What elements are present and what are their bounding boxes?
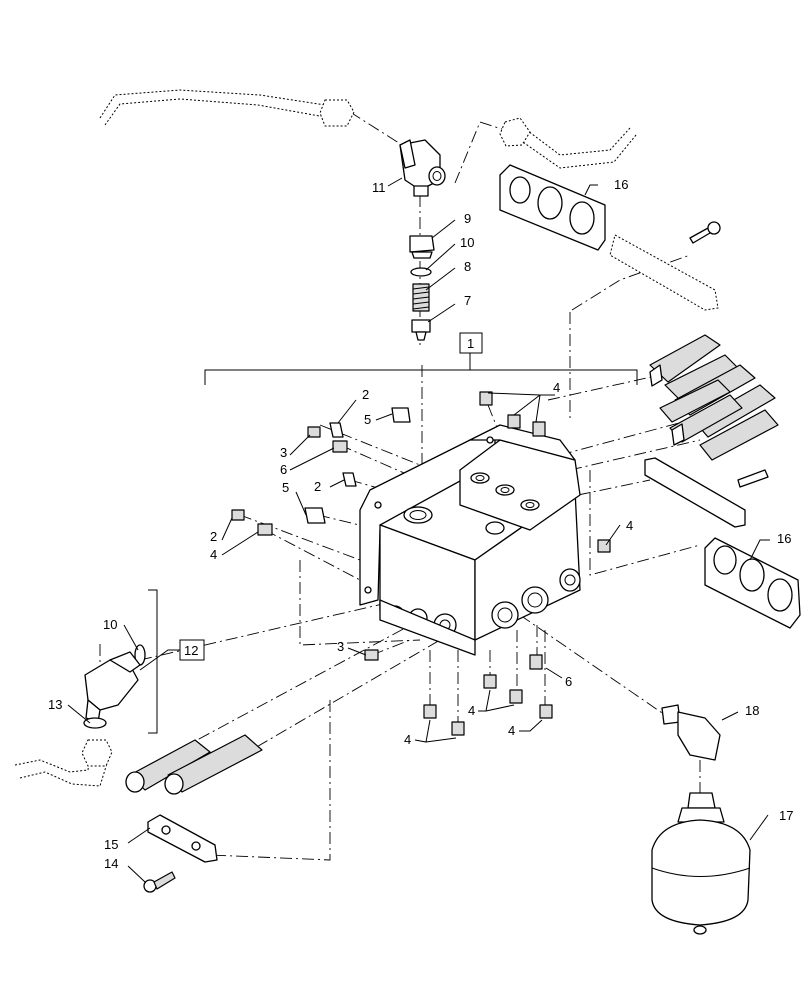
- callout-15: 15: [104, 837, 118, 852]
- callout-4-top: 4: [553, 380, 560, 395]
- callout-1: 1: [467, 336, 474, 351]
- leaders: [67, 177, 770, 883]
- bracket-right: [644, 457, 769, 528]
- callout-12-box: [179, 639, 205, 661]
- callout-labels: 11 9 10 8 7 16 1 4 2 5 3 6 2 5 2 4 4 16 …: [48, 177, 793, 871]
- cartridges-right: [649, 334, 779, 461]
- callout-17: 17: [779, 808, 793, 823]
- plugs: [231, 391, 611, 736]
- callout-4-right: 4: [626, 518, 633, 533]
- item-16-gasket-right: [704, 537, 801, 629]
- callout-1-box: [459, 332, 483, 354]
- callout-3-top: 3: [280, 445, 287, 460]
- item-1-bracket: [204, 345, 638, 385]
- callout-4-left: 4: [210, 547, 217, 562]
- bolt-top-right: [689, 221, 721, 244]
- callout-2-top: 2: [362, 387, 369, 402]
- callout-18: 18: [745, 703, 759, 718]
- callout-2-left: 2: [210, 529, 217, 544]
- item-10-o-ring: [410, 267, 432, 277]
- hose-top-left: [99, 89, 355, 127]
- callout-16-top: 16: [614, 177, 628, 192]
- item-17-accumulator: [651, 792, 751, 935]
- item-12-elbow: [84, 651, 141, 723]
- item-11-elbow-fitting: [399, 139, 446, 197]
- item-12-bracket: [148, 589, 158, 734]
- item-15-clamp: [147, 814, 218, 863]
- callout-12: 12: [184, 643, 198, 658]
- callout-2-mid: 2: [314, 479, 321, 494]
- item-14-screw: [143, 871, 176, 893]
- callout-9: 9: [464, 211, 471, 226]
- item-7-poppet: [411, 319, 431, 341]
- callout-7: 7: [464, 293, 471, 308]
- valve-block: [359, 424, 581, 656]
- callout-10-left: 10: [103, 617, 117, 632]
- callout-13: 13: [48, 697, 62, 712]
- callout-3-bottom: 3: [337, 639, 344, 654]
- item-9-adapter: [409, 235, 435, 259]
- item-8-spring: [412, 283, 430, 312]
- callout-6-bottom: 6: [565, 674, 572, 689]
- callout-10: 10: [460, 235, 474, 250]
- callout-5-top: 5: [364, 412, 371, 427]
- callout-4-bottom-a: 4: [404, 732, 411, 747]
- callout-6-top: 6: [280, 462, 287, 477]
- callout-16-right: 16: [777, 531, 791, 546]
- item-13-o-ring: [83, 717, 107, 729]
- callout-4-bottom-c: 4: [508, 723, 515, 738]
- hose-bottom-left: [14, 739, 113, 787]
- item-16-gasket-top: [499, 164, 606, 251]
- callout-11: 11: [372, 180, 386, 195]
- callout-5-mid: 5: [282, 480, 289, 495]
- center-lines: [99, 111, 701, 861]
- callout-14: 14: [104, 856, 118, 871]
- cartridges-bottom-left: [125, 734, 263, 795]
- ghost-gasket-top: [609, 234, 719, 311]
- item-18-sensor: [661, 704, 721, 761]
- callout-8: 8: [464, 259, 471, 274]
- callout-4-bottom-b: 4: [468, 703, 475, 718]
- hose-top-right: [499, 117, 637, 169]
